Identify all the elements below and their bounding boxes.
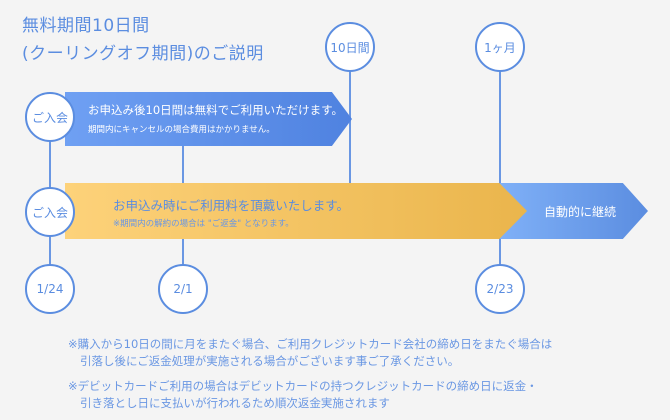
free-period-main: お申込み後10日間は無料でご利用いただけます。 — [88, 103, 343, 117]
note-1: ※購入から10日の間に月をまたぐ場合、ご利用クレジットカード会社の締め日をまたぐ… — [68, 336, 552, 370]
milestone-10days: 10日間 — [325, 22, 375, 72]
note-2: ※デビットカードご利用の場合はデビットカードの持つクレジットカードの締め日に返金… — [68, 378, 538, 412]
date-circle: 1/24 — [25, 264, 75, 314]
note-line: 引落し後にご返金処理が実施される場合がございます事ご了承ください。 — [80, 354, 460, 368]
milestone-label: 1ヶ月 — [484, 40, 516, 55]
note-line: ※購入から10日の間に月をまたぐ場合、ご利用クレジットカード会社の締め日をまたぐ… — [68, 337, 553, 351]
milestone-1month: 1ヶ月 — [475, 22, 525, 72]
page-title: 無料期間10日間 (クーリングオフ期間)のご説明 — [22, 12, 264, 68]
timeline-line — [349, 70, 351, 184]
note-line: ※デビットカードご利用の場合はデビットカードの持つクレジットカードの締め日に返金… — [68, 379, 538, 393]
circle-label: ご入会 — [31, 205, 68, 220]
note-line: 引き落とし日に支払いが行われるため順次返金実施されます — [80, 396, 390, 410]
circle-label: ご入会 — [31, 110, 68, 125]
join-circle-2: ご入会 — [25, 187, 75, 237]
timeline-line — [499, 70, 501, 292]
date-circle: 2/23 — [475, 264, 525, 314]
paid-period-main: お申込み時にご利用料を頂戴いたします。 — [113, 198, 350, 213]
free-period-arrow: お申込み後10日間は無料でご利用いただけます。 期間内にキャンセルの場合費用はか… — [65, 92, 352, 146]
date-label: 2/1 — [173, 282, 193, 296]
auto-continue-label: 自動的に継続 — [544, 204, 617, 219]
title-line-2: (クーリングオフ期間)のご説明 — [22, 44, 264, 64]
join-circle-1: ご入会 — [25, 92, 75, 142]
milestone-label: 10日間 — [330, 40, 370, 55]
title-line-1: 無料期間10日間 — [22, 16, 150, 36]
paid-period-band: お申込み時にご利用料を頂戴いたします。 ※期間内の解約の場合は "ご返金" とな… — [65, 183, 527, 239]
free-period-sub: 期間内にキャンセルの場合費用はかかりません。 — [88, 125, 275, 135]
date-label: 1/24 — [36, 282, 64, 296]
date-circle: 2/1 — [158, 264, 208, 314]
date-label: 2/23 — [486, 282, 514, 296]
paid-period-sub: ※期間内の解約の場合は "ご返金" となります。 — [113, 219, 294, 229]
